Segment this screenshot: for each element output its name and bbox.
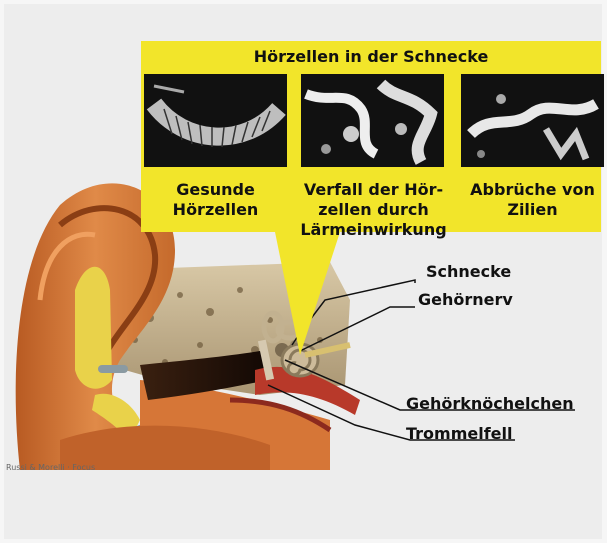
caption-damaged-line3: Lärmeinwirkung — [291, 220, 456, 240]
caption-damaged: Verfall der Hör- zellen durch Lärmeinwir… — [291, 180, 456, 240]
label-trommelfell: Trommelfell — [406, 424, 513, 443]
caption-cilia-line2: Zilien — [461, 200, 604, 220]
healthy-hair-cells-image — [144, 74, 287, 167]
caption-healthy-line1: Gesunde — [144, 180, 287, 200]
info-box-title: Hörzellen in der Schnecke — [141, 47, 601, 66]
broken-cilia-image — [461, 74, 604, 167]
caption-damaged-line1: Verfall der Hör- — [291, 180, 456, 200]
damaged-hair-cells-image — [301, 74, 444, 167]
label-gehoerknoechelchen: Gehörknöchelchen — [406, 394, 574, 413]
label-gehoernerv: Gehörnerv — [418, 290, 513, 309]
caption-healthy-line2: Hörzellen — [144, 200, 287, 220]
hair-cell-info-box: Hörzellen in der Schnecke — [141, 41, 601, 232]
image-credit: Russi & Morelli · Focus — [6, 463, 95, 472]
caption-damaged-line2: zellen durch — [291, 200, 456, 220]
caption-cilia-line1: Abbrüche von — [461, 180, 604, 200]
caption-cilia: Abbrüche von Zilien — [461, 180, 604, 220]
caption-healthy: Gesunde Hörzellen — [144, 180, 287, 220]
label-schnecke: Schnecke — [426, 262, 511, 281]
